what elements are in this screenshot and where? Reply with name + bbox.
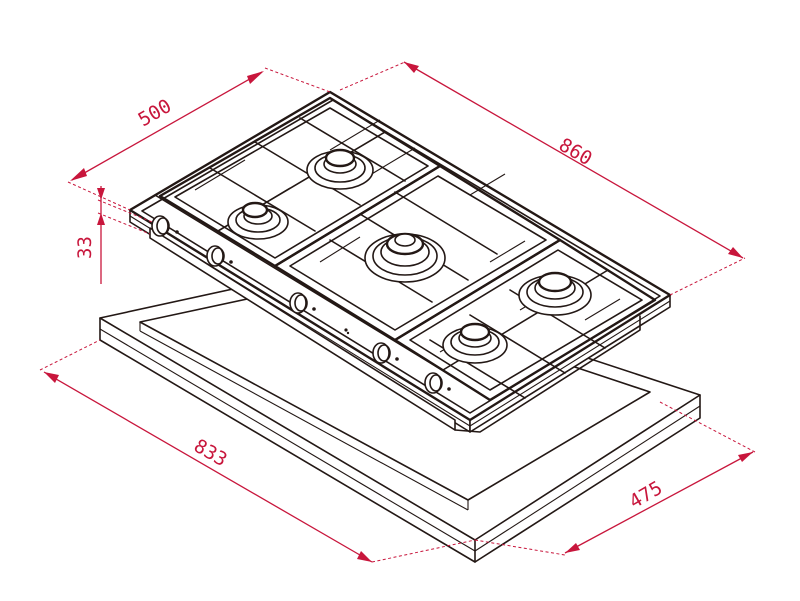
dimension-33	[97, 186, 153, 284]
dimension-833	[39, 339, 476, 563]
burner-front-left	[227, 201, 289, 240]
brand-logo-mark	[344, 328, 350, 335]
control-knobs	[151, 215, 451, 394]
knob-3	[289, 292, 316, 314]
dimension-860	[339, 61, 746, 296]
knob-1	[151, 215, 179, 237]
burner-center-wok	[364, 232, 446, 283]
knob-5	[424, 372, 451, 394]
dimension-475	[474, 401, 756, 556]
dimension-label-33: 33	[73, 236, 96, 259]
burner-back-right	[518, 271, 592, 316]
burner-front-right	[442, 322, 508, 364]
dimension-500	[67, 67, 331, 211]
pan-supports	[158, 96, 657, 402]
knob-4	[372, 342, 399, 364]
burner-back-left	[306, 148, 374, 190]
knob-2	[206, 245, 233, 267]
